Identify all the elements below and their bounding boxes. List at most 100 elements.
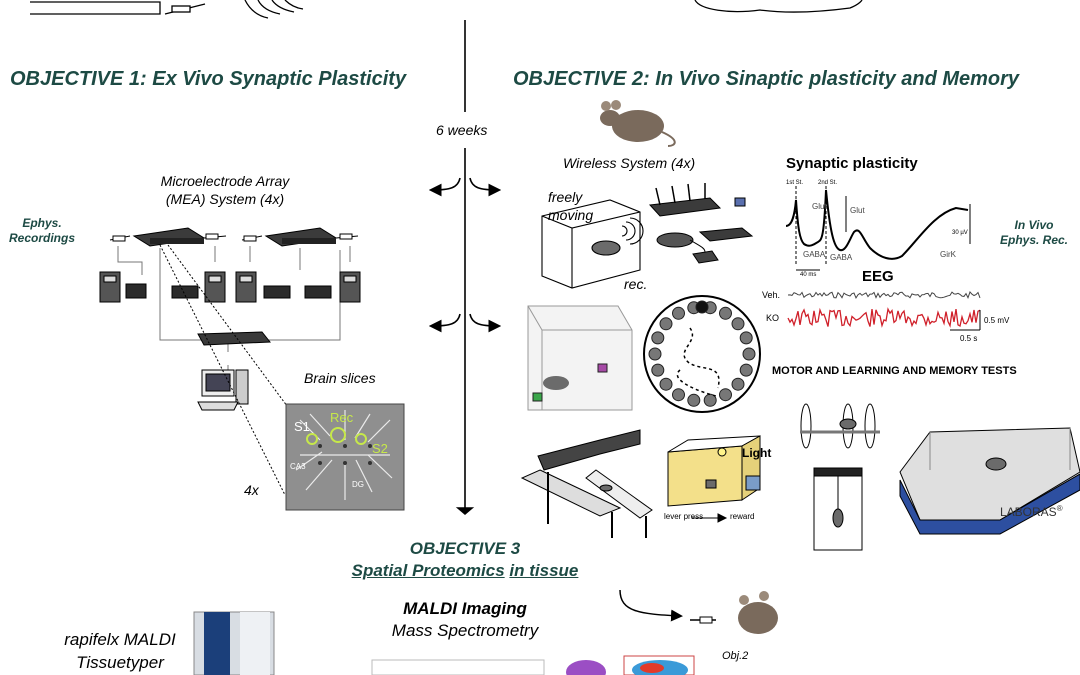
- maze-hole: [659, 317, 673, 331]
- maze-hole: [739, 363, 753, 377]
- maze-target-hole: [695, 300, 709, 314]
- maldi-imaging-label: MALDI Imaging Mass Spectrometry: [370, 598, 560, 642]
- trace-label-glut2: Glut: [850, 206, 865, 215]
- objective-2-title: OBJECTIVE 2: In Vivo Sinaptic plasticity…: [513, 68, 1020, 90]
- maze-hole: [672, 306, 685, 320]
- wireless-arena: [541, 199, 644, 289]
- trace-label-1st: 1st St.: [786, 180, 804, 186]
- spatial-proteomics-text: Spatial Proteomics: [351, 561, 505, 580]
- ephys-line2: Recordings: [8, 231, 75, 245]
- behavior-tests-label: MOTOR AND LEARNING AND MEMORY TESTS: [772, 365, 1017, 377]
- slice-label-ca3: CA3: [290, 462, 306, 471]
- mea-amplifier-1: [109, 227, 227, 247]
- maze-hole: [687, 393, 701, 407]
- slice-label-s2: S2: [372, 441, 388, 456]
- mea-label-line1: Microelectrode Array: [160, 173, 290, 189]
- freely-moving-label: freely moving: [548, 188, 593, 224]
- ephys-line1: Ephys.: [22, 216, 62, 230]
- brain-slices-label: Brain slices: [304, 370, 376, 386]
- objective-3-line2: Spatial Proteomics in tissue: [330, 560, 600, 582]
- laboras-system: [899, 427, 1080, 535]
- trace-scale-v: 30 µV: [952, 230, 968, 236]
- rapiflex-label: rapifelx MALDI Tissuetyper: [40, 628, 200, 674]
- eeg-veh-trace: [787, 291, 981, 299]
- elevated-maze: [520, 429, 653, 538]
- rapiflex-line1: rapifelx MALDI: [64, 630, 176, 649]
- synaptic-trace: [785, 186, 971, 271]
- trace-label-glut1: Glut: [812, 202, 827, 211]
- rapiflex-line2: Tissuetyper: [76, 653, 164, 672]
- trace-label-girk: GirK: [940, 250, 956, 259]
- maze-hole: [719, 306, 732, 320]
- trace-scale-t: 40 ms: [800, 272, 817, 278]
- invivo-ephys-label: In Vivo Ephys. Rec.: [992, 218, 1076, 248]
- freely-line2: moving: [548, 207, 594, 223]
- mea-system: [99, 227, 361, 496]
- trace-label-gaba2: GABA: [830, 253, 853, 262]
- maze-hole: [719, 388, 732, 402]
- maze-hole: [739, 331, 753, 345]
- reward-label: reward: [730, 512, 755, 521]
- hanging-test: [813, 467, 863, 551]
- barnes-maze: [643, 295, 761, 413]
- laboras-text: LABORAS: [1000, 505, 1057, 519]
- eeg-veh-label: Veh.: [762, 290, 781, 300]
- trace-label-gaba1: GABA: [803, 250, 826, 259]
- maze-hole: [703, 393, 717, 407]
- mouse-illustration: [600, 100, 676, 147]
- light-label: Light: [742, 446, 772, 460]
- wireless-receivers: [648, 183, 754, 264]
- maldi-instrument: [193, 611, 275, 675]
- ephys-recordings-label: Ephys. Recordings: [0, 216, 84, 246]
- eeg-ko-label: KO: [766, 313, 780, 323]
- mea-perfusion-units: [99, 271, 361, 303]
- multiplier-label: 4x: [244, 482, 259, 498]
- top-sketch-right: [694, 0, 863, 13]
- mea-label-line2: (MEA) System (4x): [165, 191, 285, 207]
- synaptic-plasticity-title: Synaptic plasticity: [786, 155, 918, 172]
- eeg-scale-v: 0.5 mV: [984, 316, 1010, 325]
- maze-hole: [672, 388, 685, 402]
- objective-3-title: OBJECTIVE 3 Spatial Proteomics in tissue: [330, 538, 600, 582]
- slice-label-rec: Rec: [330, 410, 354, 425]
- maze-holes: [648, 300, 756, 407]
- laboras-reg: ®: [1056, 504, 1063, 513]
- operant-chamber: [667, 435, 761, 523]
- mea-label: Microelectrode Array (MEA) System (4x): [120, 172, 330, 208]
- objective-1-title: OBJECTIVE 1: Ex Vivo Synaptic Plasticity: [10, 68, 407, 90]
- eeg-traces: [787, 291, 981, 331]
- timeline-weeks: 6 weeks: [436, 122, 488, 138]
- in-tissue-text: in tissue: [509, 561, 579, 580]
- lever-press-label: lever press: [664, 512, 704, 521]
- rec-label: rec.: [624, 276, 648, 292]
- maldi-line1: MALDI Imaging: [403, 599, 527, 618]
- mea-amplifier-2: [241, 227, 359, 247]
- injection-mouse: [690, 591, 778, 634]
- invivo-line1: In Vivo: [1014, 218, 1054, 232]
- objective-3-line1: OBJECTIVE 3: [409, 539, 521, 558]
- open-field-box: [527, 305, 633, 411]
- maze-hole: [651, 331, 665, 345]
- maze-hole: [659, 377, 673, 391]
- maze-hole: [731, 377, 745, 391]
- trace-label-2nd: 2nd St.: [818, 180, 838, 186]
- top-sketch-left: [30, 0, 304, 19]
- maze-hole: [651, 363, 665, 377]
- invivo-line2: Ephys. Rec.: [999, 233, 1069, 247]
- maze-hole: [648, 347, 662, 361]
- maldi-images: [371, 655, 695, 675]
- slice-label-s1: S1: [294, 419, 310, 434]
- eeg-title: EEG: [862, 268, 894, 285]
- brain-slice-image: [285, 403, 405, 511]
- computer: [197, 369, 249, 411]
- freely-line1: freely: [548, 189, 583, 205]
- slice-label-dg: DG: [352, 480, 364, 489]
- obj2-reference-label: Obj.2: [722, 650, 749, 662]
- eeg-ko-trace: [787, 307, 981, 328]
- rotarod: [800, 403, 880, 449]
- laboras-label: LABORAS®: [1000, 504, 1063, 519]
- obj3-arrow: [619, 589, 683, 622]
- wireless-label: Wireless System (4x): [563, 155, 696, 171]
